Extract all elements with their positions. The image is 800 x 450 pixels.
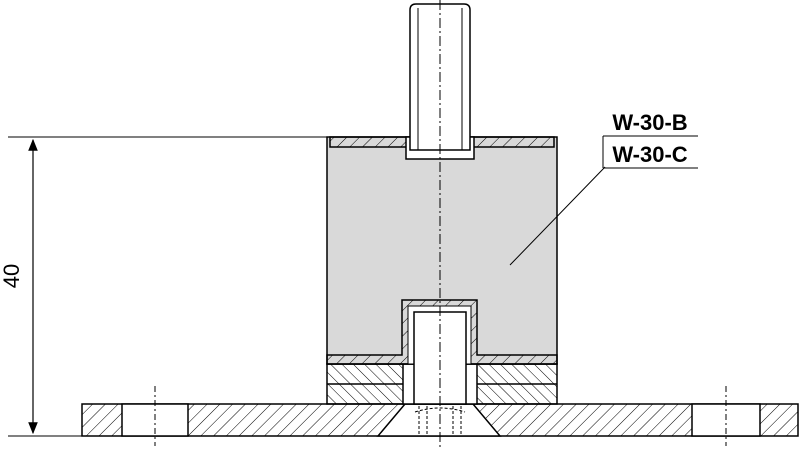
height-dimension: 40 bbox=[0, 136, 327, 437]
part-label-c: W-30-C bbox=[612, 142, 687, 167]
part-label-b: W-30-B bbox=[612, 110, 687, 135]
hole-centerlines bbox=[154, 386, 727, 446]
part-callout: W-30-B W-30-C bbox=[509, 110, 698, 266]
dimension-label: 40 bbox=[0, 264, 24, 288]
